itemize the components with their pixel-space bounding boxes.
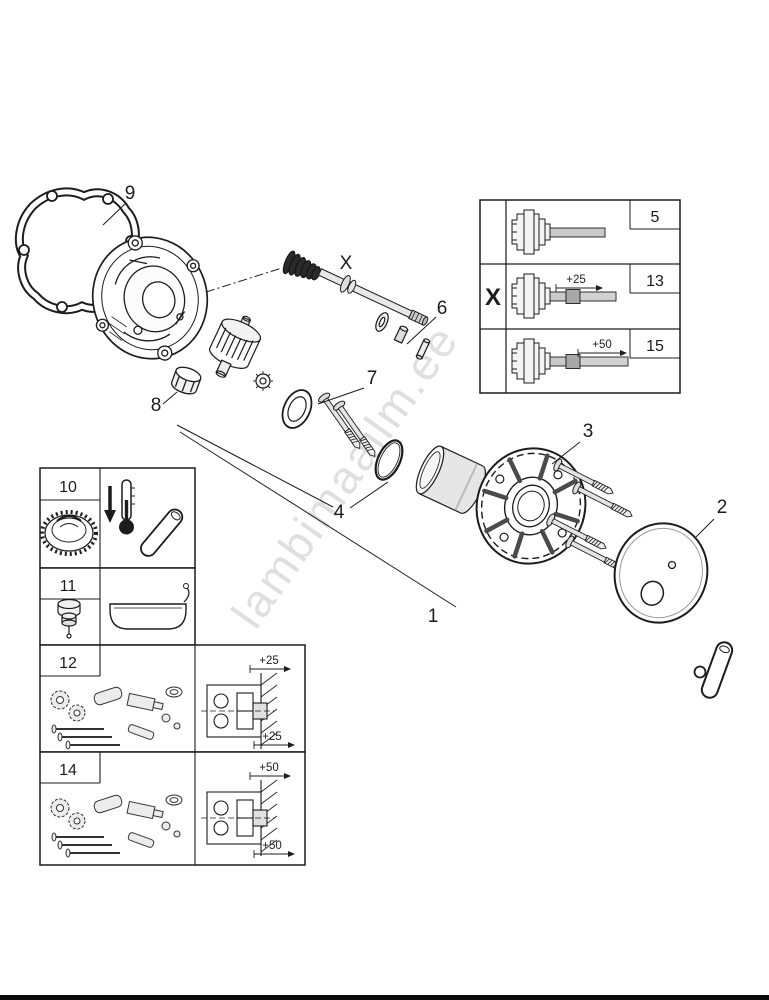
callout-3: 3 [583,421,594,442]
cartridge [209,315,262,378]
kit-box-14-dim-bottom: +50 [262,840,282,852]
inset-row-13-dimension: +25 [566,274,586,286]
inset-row-13-number: 13 [646,273,664,290]
kit-box-11-number: 11 [60,578,77,595]
cover-plate-2 [613,518,715,624]
kit-box-14 [39,751,306,866]
fixing-set-6 [375,312,437,360]
leader-line-9 [102,202,127,226]
leader-line-6 [406,316,437,345]
callout-8: 8 [151,395,162,416]
kit-box-11 [39,567,196,646]
callout-9: 9 [125,183,136,204]
oring-sleeve-4 [176,424,486,514]
leader-line-2 [695,518,715,538]
kit-box-12-dim-bottom: +25 [262,731,282,743]
bracket-line-4 [176,424,334,508]
trim-ring-7 [281,387,381,461]
extension-variants-table [479,199,681,394]
kit-box-10-number: 10 [59,479,77,496]
thermometer-icon [104,479,135,535]
callout-2: 2 [717,497,728,518]
leader-line-8 [162,391,178,405]
dim-arrows-12 [249,665,295,749]
spline-adapter [253,371,273,391]
kit-box-14-number: 14 [59,762,77,779]
carrier-3 [475,441,636,577]
kit-box-14-dim-top: +50 [259,762,279,774]
callout-1: 1 [428,606,439,627]
callout-x: X [340,253,353,274]
inset-row-15-dimension: +50 [592,339,612,351]
centerline [205,267,283,293]
dim-arrows-14 [249,772,295,858]
callout-6: 6 [437,298,448,319]
inset-row-5-number: 5 [651,209,660,226]
valve-body [91,235,209,361]
lever-icon [140,508,184,557]
callout-4: 4 [334,502,345,523]
bellows-boot [282,250,321,281]
kit-box-12-number: 12 [59,655,77,672]
kit-box-10 [39,467,196,569]
cap-8 [162,366,202,405]
bathtub-icon [109,583,190,630]
leader-line-7 [317,387,365,405]
extension-row-13 [511,264,680,319]
extension-shaft [317,268,429,326]
check-valve-part [57,598,81,639]
inset-row-15-number: 15 [646,338,664,355]
shaft-assembly-x [205,250,429,326]
lever-handle [693,641,734,699]
kit-box-12-dim-top: +25 [259,655,279,667]
callout-7: 7 [367,368,378,389]
volume-cap-part [40,510,98,556]
leader-line-4 [349,481,389,509]
page-bottom-border [0,995,769,1000]
leader-line-3 [551,441,581,465]
bracket-line-1 [179,431,457,608]
kit-box-12 [39,644,306,753]
extension-row-15 [511,329,680,384]
inset-x-label: X [485,284,501,311]
extension-row-5 [511,200,680,255]
